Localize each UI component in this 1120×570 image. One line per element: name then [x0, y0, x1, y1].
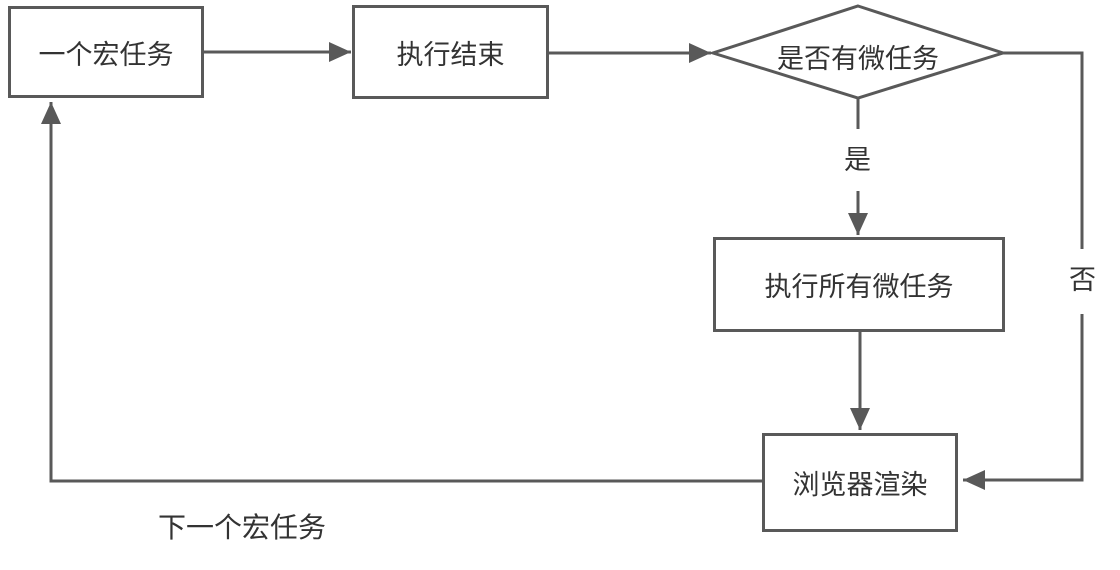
node-execution-end: 执行结束 [352, 5, 549, 99]
edge-decision-no-upper [1003, 51, 1084, 249]
decision-diamond-shape [708, 4, 1008, 100]
edge-label-no: 否 [1069, 265, 1096, 296]
node-browser-render-label: 浏览器渲染 [792, 470, 928, 501]
edge-browserrender-to-macrotask [41, 102, 762, 483]
node-browser-render: 浏览器渲染 [762, 433, 958, 532]
edge-no-to-browserrender [963, 314, 1084, 490]
edge-label-yes: 是 [844, 145, 871, 176]
edge-label-next-macrotask: 下一个宏任务 [158, 511, 327, 544]
node-run-microtasks: 执行所有微任务 [713, 237, 1005, 332]
node-macro-task: 一个宏任务 [8, 6, 204, 98]
node-execution-end-label: 执行结束 [396, 39, 505, 71]
node-macro-task-label: 一个宏任务 [38, 39, 174, 71]
node-decision-label: 是否有微任务 [777, 44, 939, 75]
node-run-microtasks-label: 执行所有微任务 [764, 272, 954, 303]
